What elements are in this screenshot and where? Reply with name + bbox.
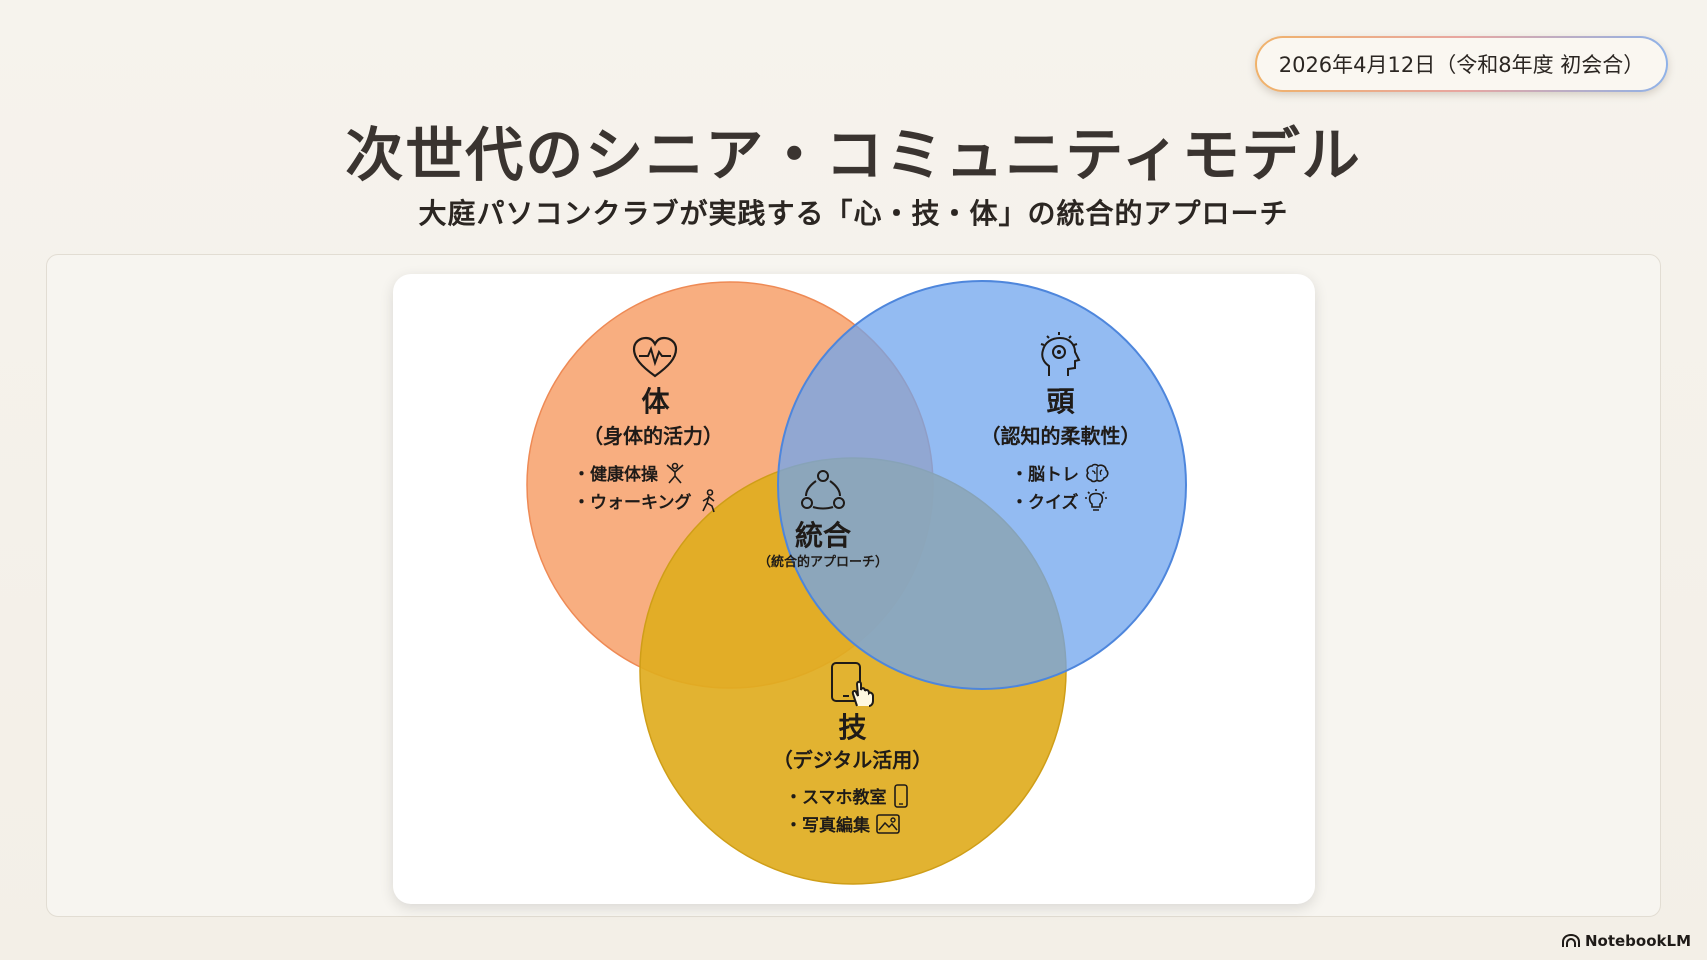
exercise-icon [666,462,684,484]
notebooklm-icon [1561,934,1580,947]
skill-title: 技 [838,711,867,744]
mind-title: 頭 [1046,385,1075,418]
mind-subtitle: （認知的柔軟性） [980,424,1141,448]
venn-diagram [526,280,1187,885]
venn-circle-mind [777,280,1187,690]
brand-name: NotebookLM [1584,932,1691,950]
body-item-walking: ・ウォーキング [573,488,720,513]
heart-pulse-icon [632,336,678,378]
venn-card: 体 （身体的活力） ・健康体操 ・ウォーキング 頭 （認知的柔軟性） ・脳 [393,274,1315,904]
image-icon [876,813,900,834]
mind-item-brain-training: ・脳トレ [1011,460,1109,485]
smartphone-icon [893,783,908,808]
body-subtitle: （身体的活力） [583,424,723,448]
center-title: 統合 [794,519,851,552]
date-badge: 2026年4月12日（令和8年度 初会合） [1255,36,1668,92]
body-item-exercise: ・健康体操 [573,460,686,485]
body-title: 体 [641,385,670,418]
lightbulb-icon [1084,488,1107,511]
connection-cycle-icon [801,470,845,510]
brand-logo: NotebookLM [1561,932,1691,950]
page-subtitle: 大庭パソコンクラブが実践する「心・技・体」の統合的アプローチ [418,197,1289,230]
tablet-touch-icon [831,662,874,707]
brain-icon [1086,463,1109,482]
mind-item-quiz: ・クイズ [1011,488,1107,513]
center-subtitle: （統合的アプローチ） [757,555,888,570]
skill-subtitle: （デジタル活用） [772,748,933,772]
head-gear-icon [1040,332,1081,376]
date-text: 2026年4月12日（令和8年度 初会合） [1278,53,1645,77]
skill-item-smartphone-class: ・スマホ教室 [785,783,909,808]
skill-item-photo-editing: ・写真編集 [785,811,900,836]
walking-icon [701,488,715,512]
page-title: 次世代のシニア・コミュニティモデル [345,121,1362,189]
